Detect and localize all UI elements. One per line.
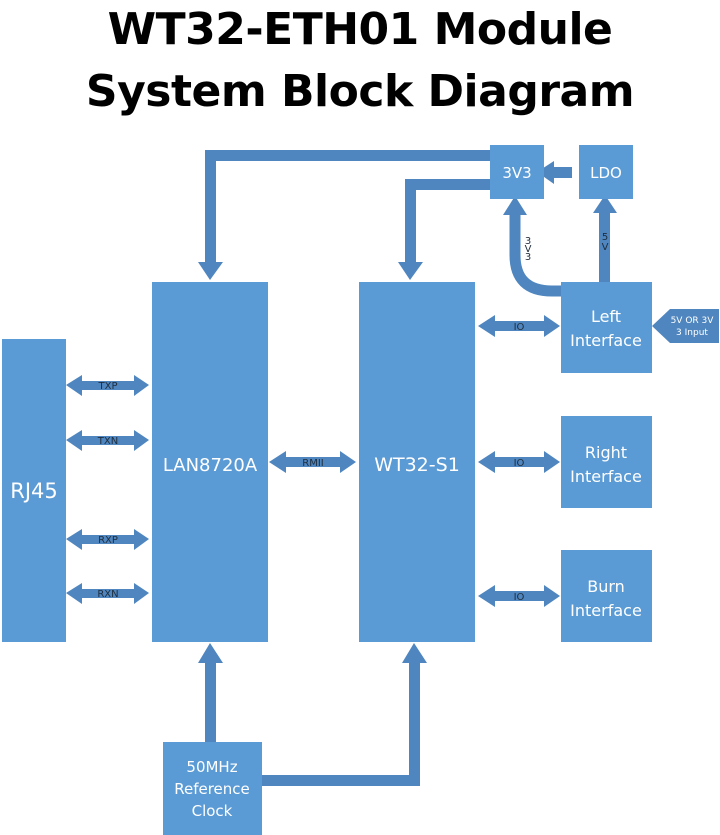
arrow-rmii [269,451,356,473]
arrow-3v3-to-lan [198,150,495,280]
3v3-vertical-label-1: 3 [525,236,531,247]
clock-block [163,742,262,835]
left-interface-label-line-2: Interface [570,331,642,350]
right-interface-label-line-1: Right [585,443,627,462]
clock-label-line-1: 50MHz [186,758,237,776]
rj45-label: RJ45 [10,479,58,503]
ldo-label: LDO [590,164,622,182]
rj45-block [2,339,66,642]
right-interface-label-line-2: Interface [570,467,642,486]
3v3-vertical-label-3: 3 [525,252,531,263]
arrow-rxp [66,529,149,550]
arrow-rxn [66,583,149,604]
arrow-txp [66,375,149,396]
burn-interface-label-line-1: Burn [587,577,625,596]
3v3-vertical-label-2: V [525,244,532,255]
lan8720a-block [152,282,268,642]
arrow-txn [66,430,149,451]
5v-vertical-label-1: 5 [602,232,608,243]
arrow-io-burn [478,585,560,607]
io-left-label: IO [514,322,525,333]
left-interface-block [561,282,652,373]
wt32-s1-label: WT32-S1 [374,454,460,476]
clock-label-line-2: Reference [174,780,250,798]
txp-label: TXP [98,381,118,392]
io-burn-label: IO [514,592,525,603]
diagram-title-line-2: System Block Diagram [85,66,635,117]
3v3-label: 3V3 [502,164,531,182]
diagram-title-line-1: WT32-ETH01 Module [107,4,613,55]
io-right-label: IO [514,458,525,469]
5v-vertical-label-2: V [602,242,609,253]
wt32-s1-block [359,282,475,642]
right-interface-block [561,416,652,508]
arrow-clock-to-wt32 [262,643,427,786]
arrow-input-to-left-interface [652,309,719,343]
rxp-label: RXP [98,535,118,546]
arrow-left-interface-to-3v3 [503,196,562,297]
ldo-block [579,145,633,199]
burn-interface-block [561,550,652,642]
arrow-io-right [478,451,560,473]
arrow-ldo-to-3v3 [537,161,572,184]
lan8720a-label: LAN8720A [163,455,258,476]
clock-label-line-3: Clock [192,802,233,820]
rmii-label: RMII [302,458,323,469]
burn-interface-label-line-2: Interface [570,601,642,620]
3v3-block [490,145,544,199]
rxn-label: RXN [97,589,118,600]
left-interface-label-line-1: Left [591,307,621,326]
arrow-3v3-to-wt32 [398,179,491,280]
input-label-line-1: 5V OR 3V [671,316,715,326]
input-label-line-2: 3 Input [676,328,708,338]
arrow-io-left [478,315,560,337]
arrow-left-interface-to-ldo [593,195,617,282]
arrow-clock-to-lan [198,643,223,742]
txn-label: TXN [97,436,118,447]
